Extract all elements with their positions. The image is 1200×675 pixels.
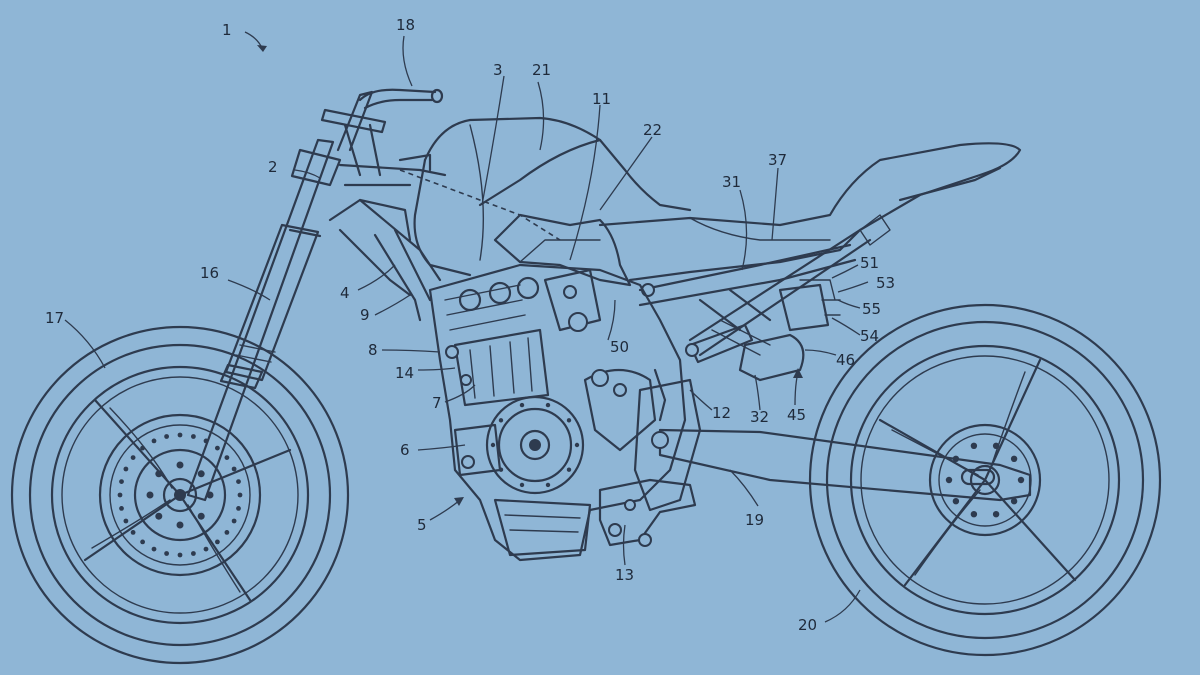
case-bolt <box>519 482 525 488</box>
ref-label-51: 51 <box>860 254 879 272</box>
ref-label-12: 12 <box>712 404 731 422</box>
ref-label-5: 5 <box>417 516 427 534</box>
disc-hole <box>164 551 170 556</box>
disc-hole <box>123 466 129 472</box>
ref-label-13: 13 <box>615 566 634 584</box>
side-shroud <box>493 213 632 287</box>
disc-hole <box>130 455 136 460</box>
ref-label-9: 9 <box>360 306 370 324</box>
ref-label-11: 11 <box>592 90 611 108</box>
disc-hole <box>231 518 237 524</box>
disc-bolt <box>146 491 154 499</box>
disc-hole <box>123 518 129 524</box>
case-bolt <box>566 418 572 423</box>
disc-hole <box>191 434 196 439</box>
disc-hole <box>140 539 146 545</box>
sprocket-hole <box>970 511 978 518</box>
disc-bolt <box>155 470 163 478</box>
sprocket-hole <box>952 498 960 505</box>
disc-hole <box>130 530 136 535</box>
ref-label-16: 16 <box>200 264 219 282</box>
disc-bolt <box>176 521 184 529</box>
fuel-tank <box>399 116 692 277</box>
case-bolt <box>519 402 525 408</box>
disc-hole <box>140 445 146 451</box>
rear-wheel <box>808 303 1162 657</box>
ref-label-55: 55 <box>862 300 881 318</box>
sprocket-hole <box>945 476 953 484</box>
disc-hole <box>237 492 243 498</box>
sprocket-hole <box>992 442 1000 449</box>
pivot-bracket <box>598 368 702 547</box>
disc-hole <box>236 506 241 511</box>
shock-absorber <box>641 283 805 382</box>
ref-label-4: 4 <box>340 284 350 302</box>
front-wheel <box>10 325 350 665</box>
ref-label-46: 46 <box>836 351 855 369</box>
swingarm <box>651 428 1032 502</box>
ref-label-6: 6 <box>400 441 410 459</box>
case-bolt <box>566 467 572 472</box>
case-bolt <box>574 442 580 448</box>
case-bolt <box>545 402 551 408</box>
ref-label-3: 3 <box>493 61 503 79</box>
sprocket-hole <box>1010 455 1018 462</box>
disc-hole <box>117 492 123 498</box>
ref-label-20: 20 <box>798 616 817 634</box>
disc-hole <box>203 546 209 552</box>
rear-subframe <box>638 228 872 357</box>
disc-hole <box>215 539 220 545</box>
disc-hole <box>177 432 183 438</box>
ref-label-37: 37 <box>768 151 787 169</box>
brake-disc <box>98 413 262 577</box>
ref-label-54: 54 <box>860 327 879 345</box>
disc-hole <box>191 551 196 556</box>
case-bolt <box>498 418 504 423</box>
ref-label-2: 2 <box>268 158 278 176</box>
sprocket-hole <box>1017 476 1025 484</box>
disc-hole <box>231 466 237 472</box>
sprocket-hole <box>970 442 978 449</box>
ref-label-31: 31 <box>722 173 741 191</box>
disc-bolt <box>155 512 163 520</box>
disc-hole <box>236 479 241 484</box>
disc-hole <box>164 434 170 439</box>
disc-bolt <box>197 512 205 520</box>
ref-label-21: 21 <box>532 61 551 79</box>
ref-label-14: 14 <box>395 364 414 382</box>
ref-label-18: 18 <box>396 16 415 34</box>
ref-label-53: 53 <box>876 274 895 292</box>
disc-hole <box>224 530 230 535</box>
disc-hole <box>224 455 230 460</box>
ref-label-17: 17 <box>45 309 64 327</box>
ref-label-19: 19 <box>745 511 764 529</box>
disc-hole <box>177 552 183 558</box>
ref-label-32: 32 <box>750 408 769 426</box>
disc-hole <box>151 546 157 552</box>
ref-label-8: 8 <box>368 341 378 359</box>
ref-label-45: 45 <box>787 406 806 424</box>
disc-bolt <box>176 461 184 469</box>
front-fork <box>186 138 342 502</box>
ref-label-50: 50 <box>610 338 629 356</box>
leader-lines <box>64 31 869 623</box>
sprocket-hole <box>992 511 1000 518</box>
disc-bolt <box>197 470 205 478</box>
disc-hole <box>151 438 157 444</box>
disc-hole <box>215 445 220 451</box>
engine <box>428 263 687 562</box>
case-bolt <box>490 442 496 448</box>
case-bolt <box>545 482 551 488</box>
sprocket-hole <box>1010 498 1018 505</box>
seat <box>598 142 1022 282</box>
ref-label-1: 1 <box>222 21 232 39</box>
disc-hole <box>119 506 124 511</box>
disc-hole <box>119 479 124 484</box>
ref-label-7: 7 <box>432 394 442 412</box>
ref-label-22: 22 <box>643 121 662 139</box>
reference-labels: 1 2 3 4 5 6 7 8 9 11 12 13 14 16 17 18 1… <box>45 16 895 634</box>
